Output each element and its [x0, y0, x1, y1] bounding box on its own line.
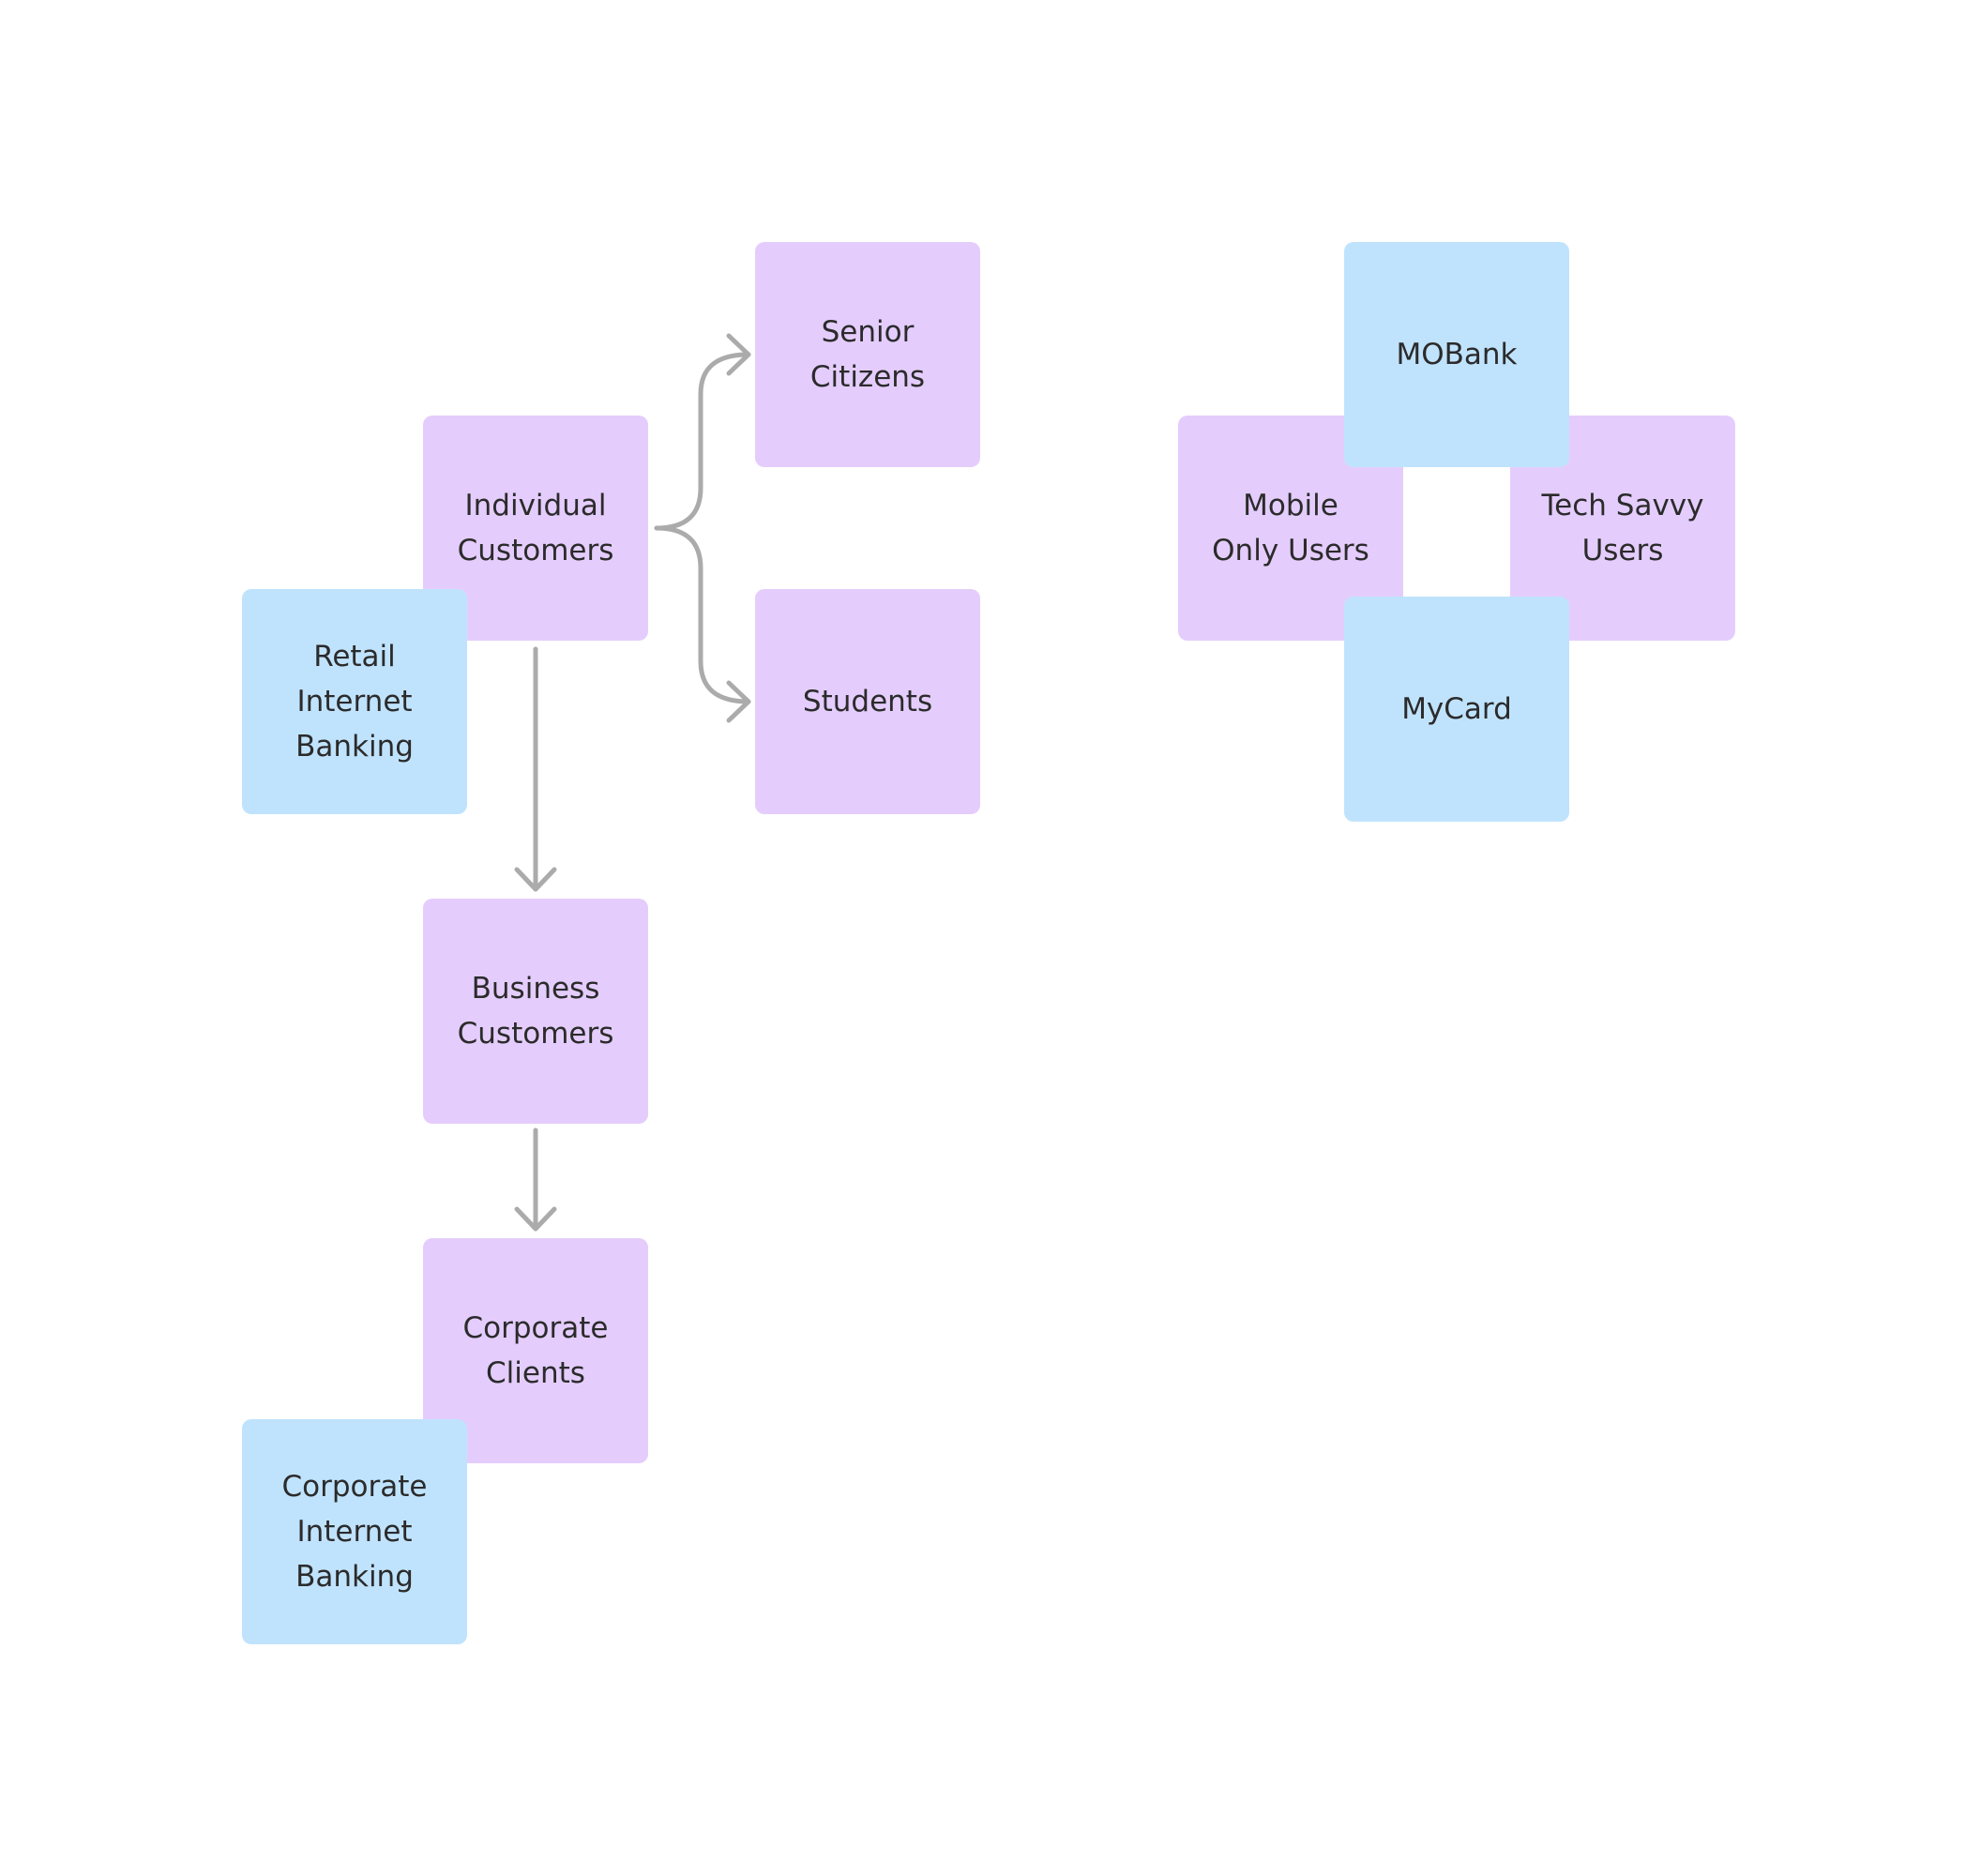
- edge-individual-to-senior: [654, 352, 751, 531]
- node-corporate-internet-banking[interactable]: Corporate Internet Banking: [242, 1419, 467, 1644]
- arrowhead-senior: [726, 333, 751, 376]
- node-mycard[interactable]: MyCard: [1344, 597, 1569, 822]
- node-mobank[interactable]: MOBank: [1344, 242, 1569, 467]
- node-students[interactable]: Students: [755, 589, 980, 814]
- node-retail-internet-banking[interactable]: Retail Internet Banking: [242, 589, 467, 814]
- node-business-customers[interactable]: Business Customers: [423, 899, 648, 1124]
- arrowhead-corporate: [514, 1206, 557, 1232]
- arrowhead-business: [514, 867, 557, 892]
- arrowhead-students: [726, 680, 751, 723]
- node-senior-citizens[interactable]: Senior Citizens: [755, 242, 980, 467]
- edge-individual-to-students: [654, 525, 751, 704]
